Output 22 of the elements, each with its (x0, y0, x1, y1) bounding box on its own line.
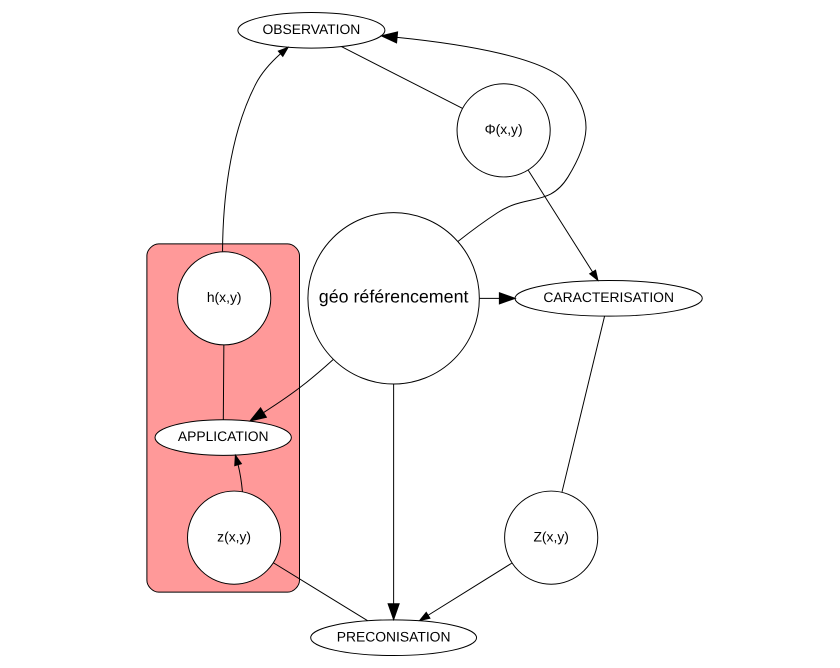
node-circle: z(x,y) (186, 490, 281, 585)
node-ellipse: APPLICATION (154, 419, 292, 456)
arrow (234, 454, 242, 492)
arrow (527, 170, 598, 282)
node-circle: Φ(x,y) (456, 83, 550, 178)
connector (222, 344, 224, 420)
node-circle: géo référencement (306, 212, 480, 385)
arrow (418, 562, 512, 622)
node-ellipse: PRECONISATION (310, 619, 477, 656)
connector (561, 316, 605, 492)
arrow (222, 46, 289, 252)
cluster (146, 243, 300, 593)
connector (340, 46, 462, 109)
connector (272, 562, 368, 622)
arrow (248, 359, 334, 422)
arrow (386, 384, 400, 622)
node-ellipse: OBSERVATION (236, 12, 385, 49)
node-ellipse: CARACTERISATION (514, 280, 702, 317)
arrow (379, 31, 586, 242)
node-circle: Z(x,y) (504, 490, 598, 585)
arrow (478, 292, 516, 305)
node-circle: h(x,y) (176, 251, 271, 346)
